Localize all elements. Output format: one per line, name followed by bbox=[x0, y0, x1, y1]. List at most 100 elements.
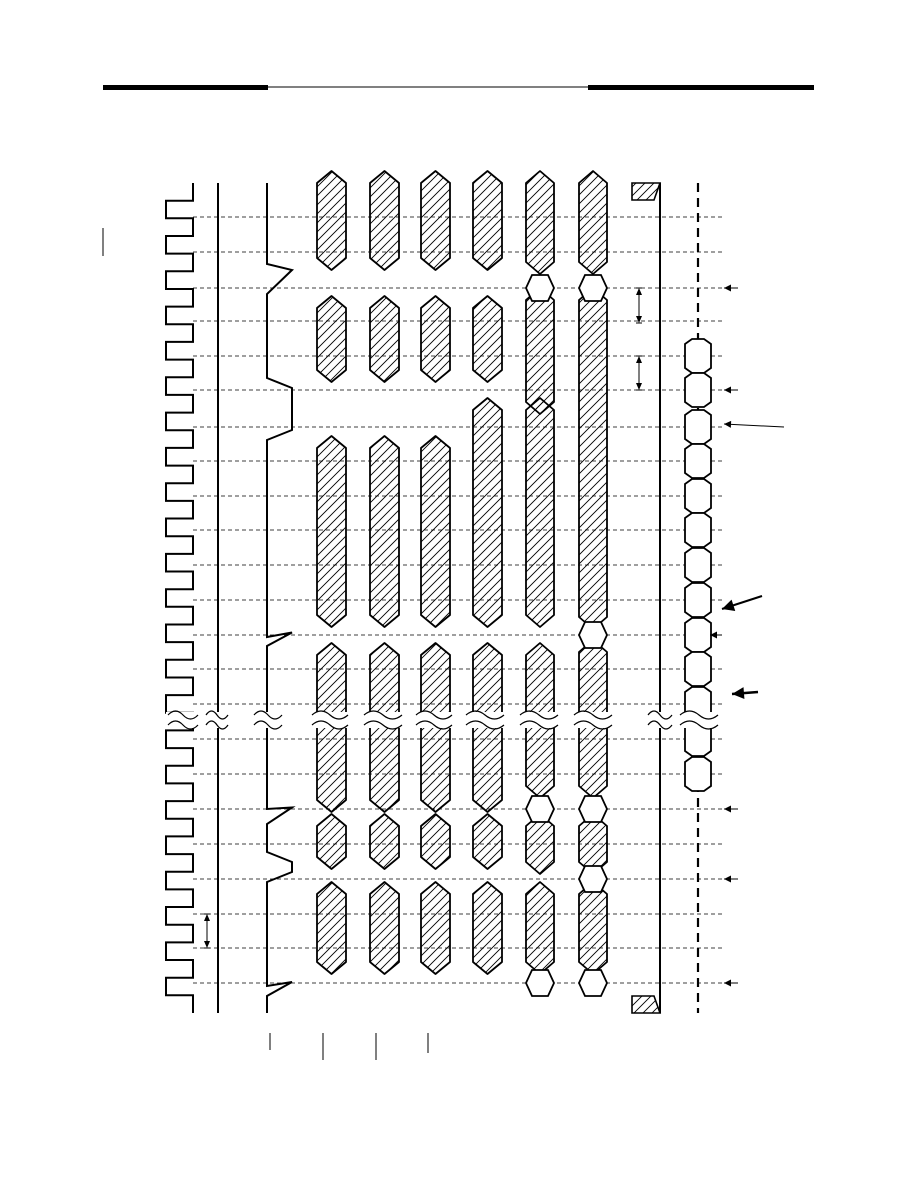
bus-5-crossings bbox=[525, 274, 555, 997]
bus-5-crossings-1 bbox=[525, 795, 555, 823]
break-mark-bottom-1 bbox=[205, 720, 229, 730]
bus-signal-6-window-3 bbox=[578, 813, 608, 875]
break-mark-top-2 bbox=[253, 710, 283, 720]
bus-6-crossings-1 bbox=[578, 621, 608, 649]
dashed-eye-12 bbox=[684, 756, 712, 792]
break-mark-bottom-4 bbox=[363, 720, 403, 730]
break-mark-bottom-7 bbox=[519, 720, 559, 730]
signal-lanes bbox=[165, 170, 712, 1014]
dashed-signal bbox=[684, 183, 712, 1013]
bus-signal-6-window-0 bbox=[578, 170, 608, 275]
bus-signal-6 bbox=[578, 170, 608, 975]
level-b-end bbox=[631, 995, 662, 1014]
break-mark-top-0 bbox=[167, 710, 199, 720]
bus-6-crossings-3 bbox=[578, 865, 608, 893]
arrow-e bbox=[710, 631, 722, 639]
interval-bracket-3-bottom bbox=[204, 941, 210, 948]
bus-signal-2-window-2 bbox=[369, 435, 400, 628]
break-mark-top-10 bbox=[679, 710, 719, 720]
bus-5-crossings-0 bbox=[525, 274, 555, 302]
arrow-f bbox=[731, 687, 759, 700]
arrow-i-head bbox=[724, 979, 731, 987]
break-gap-8 bbox=[572, 712, 614, 728]
dashed-eye-1 bbox=[684, 372, 712, 408]
break-gap-9 bbox=[646, 712, 674, 728]
interval-bracket-3-top bbox=[204, 914, 210, 921]
bus-signal-6-window-1 bbox=[578, 287, 608, 630]
bus-signal-1-window-1 bbox=[316, 295, 347, 383]
time-gridlines bbox=[193, 216, 722, 984]
bus-signal-1-window-0 bbox=[316, 170, 347, 271]
strobe-signal bbox=[266, 183, 296, 1013]
bus-signal-3-window-2 bbox=[420, 435, 451, 628]
arrow-h-head bbox=[724, 875, 731, 883]
break-mark-bottom-5 bbox=[415, 720, 453, 730]
bus-signal-4-window-5 bbox=[472, 881, 503, 975]
break-mark-bottom-0 bbox=[167, 720, 199, 730]
bus-signal-1-window-5 bbox=[316, 881, 347, 975]
bus-signal-5-window-0 bbox=[525, 170, 555, 275]
bus-6-crossings bbox=[578, 274, 608, 997]
bus-signal-2-window-0 bbox=[369, 170, 400, 271]
level-signal-b bbox=[631, 182, 662, 1014]
bus-6-crossings-4 bbox=[578, 969, 608, 997]
dashed-eye-8 bbox=[684, 617, 712, 653]
bus-6-crossings-2 bbox=[578, 795, 608, 823]
break-mark-bottom-9 bbox=[647, 720, 673, 730]
bus-signal-2-window-5 bbox=[369, 881, 400, 975]
arrow-i bbox=[724, 979, 738, 987]
interval-bracket-2-top bbox=[636, 356, 642, 363]
break-gap-3 bbox=[310, 712, 350, 728]
break-gap-4 bbox=[362, 712, 404, 728]
bus-signal-4-window-2 bbox=[472, 397, 503, 628]
arrow-d-head bbox=[722, 599, 736, 611]
timing-annotations bbox=[204, 284, 785, 1060]
break-mark-bottom-10 bbox=[679, 720, 719, 730]
bus-signal-4 bbox=[472, 170, 503, 975]
dashed-eye-9 bbox=[684, 651, 712, 687]
arrow-h bbox=[724, 875, 738, 883]
interval-bracket-1-bottom bbox=[636, 316, 642, 323]
break-mark-top-1 bbox=[205, 710, 229, 720]
break-gap-10 bbox=[678, 712, 720, 728]
break-gap-2 bbox=[252, 712, 284, 728]
arrow-c-head bbox=[724, 420, 732, 428]
bus-signal-5-window-4 bbox=[525, 813, 555, 875]
break-gap-6 bbox=[464, 712, 506, 728]
arrow-e-head bbox=[710, 631, 717, 639]
interval-bracket-1-top bbox=[636, 288, 642, 295]
dashed-eye-3 bbox=[684, 443, 712, 479]
dashed-eye-7 bbox=[684, 582, 712, 618]
bus-signal-3-window-0 bbox=[420, 170, 451, 271]
bus-signal-1-window-4 bbox=[316, 813, 347, 870]
bus-signal-4-window-0 bbox=[472, 170, 503, 271]
time-break-marks bbox=[166, 710, 720, 730]
break-mark-bottom-3 bbox=[311, 720, 349, 730]
arrow-g bbox=[724, 805, 738, 813]
bus-signal-4-window-1 bbox=[472, 295, 503, 383]
header-rule-left-thick bbox=[103, 85, 268, 90]
break-gap-0 bbox=[166, 712, 200, 728]
arrow-b bbox=[724, 386, 738, 394]
break-gap-5 bbox=[414, 712, 454, 728]
interval-bracket-2-bottom bbox=[636, 383, 642, 390]
bus-signal-3-window-4 bbox=[420, 813, 451, 870]
bus-signal-3-window-1 bbox=[420, 295, 451, 383]
break-mark-bottom-2 bbox=[253, 720, 283, 730]
bus-5-crossings-2 bbox=[525, 969, 555, 997]
arrow-c-shaft bbox=[723, 423, 785, 428]
arrow-b-head bbox=[724, 386, 731, 394]
interval-bracket-1 bbox=[636, 287, 642, 324]
arrow-a bbox=[724, 284, 738, 292]
bus-signal-3 bbox=[420, 170, 451, 975]
clock-signal bbox=[165, 183, 194, 1013]
strobe-waveform bbox=[266, 183, 296, 1013]
arrow-f-head bbox=[732, 687, 745, 700]
break-gap-1 bbox=[204, 712, 230, 728]
arrow-c bbox=[723, 420, 785, 428]
bus-signal-3-window-5 bbox=[420, 881, 451, 975]
dashed-eye-2 bbox=[684, 409, 712, 445]
break-mark-top-3 bbox=[311, 710, 349, 720]
break-gap-7 bbox=[518, 712, 560, 728]
